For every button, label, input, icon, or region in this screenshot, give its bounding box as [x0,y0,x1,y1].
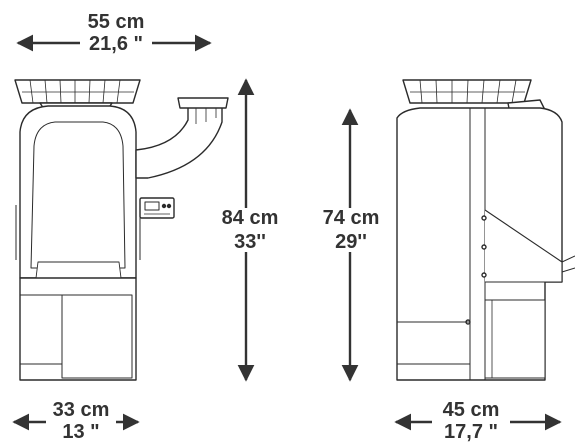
front-view-drawing [14,79,229,381]
height-overall-imperial: 33'' [234,231,266,253]
height-overall-label: 84 cm 33'' [211,208,289,252]
height-body-metric: 74 cm [322,207,380,229]
front-spout [135,102,223,179]
height-body-imperial: 29'' [335,231,367,253]
height-body-label: 74 cm 29'' [311,208,391,252]
width-metric: 55 cm [87,11,145,33]
depth-label: 45 cm 17,7 " [432,400,510,442]
width-label: 55 cm 21,6 " [80,12,152,54]
side-lower-cabinet [484,299,546,379]
height-overall-metric: 84 cm [221,207,279,229]
control-panel [139,197,175,219]
front-window [30,121,126,269]
width-imperial: 21,6 " [89,33,143,55]
base-width-imperial: 13 " [62,421,100,443]
base-width-metric: 33 cm [52,399,110,421]
depth-imperial: 17,7 " [444,421,498,443]
side-top-basket [402,79,532,104]
base-width-label: 33 cm 13 " [46,400,116,442]
side-view-drawing [396,79,575,381]
depth-metric: 45 cm [442,399,500,421]
